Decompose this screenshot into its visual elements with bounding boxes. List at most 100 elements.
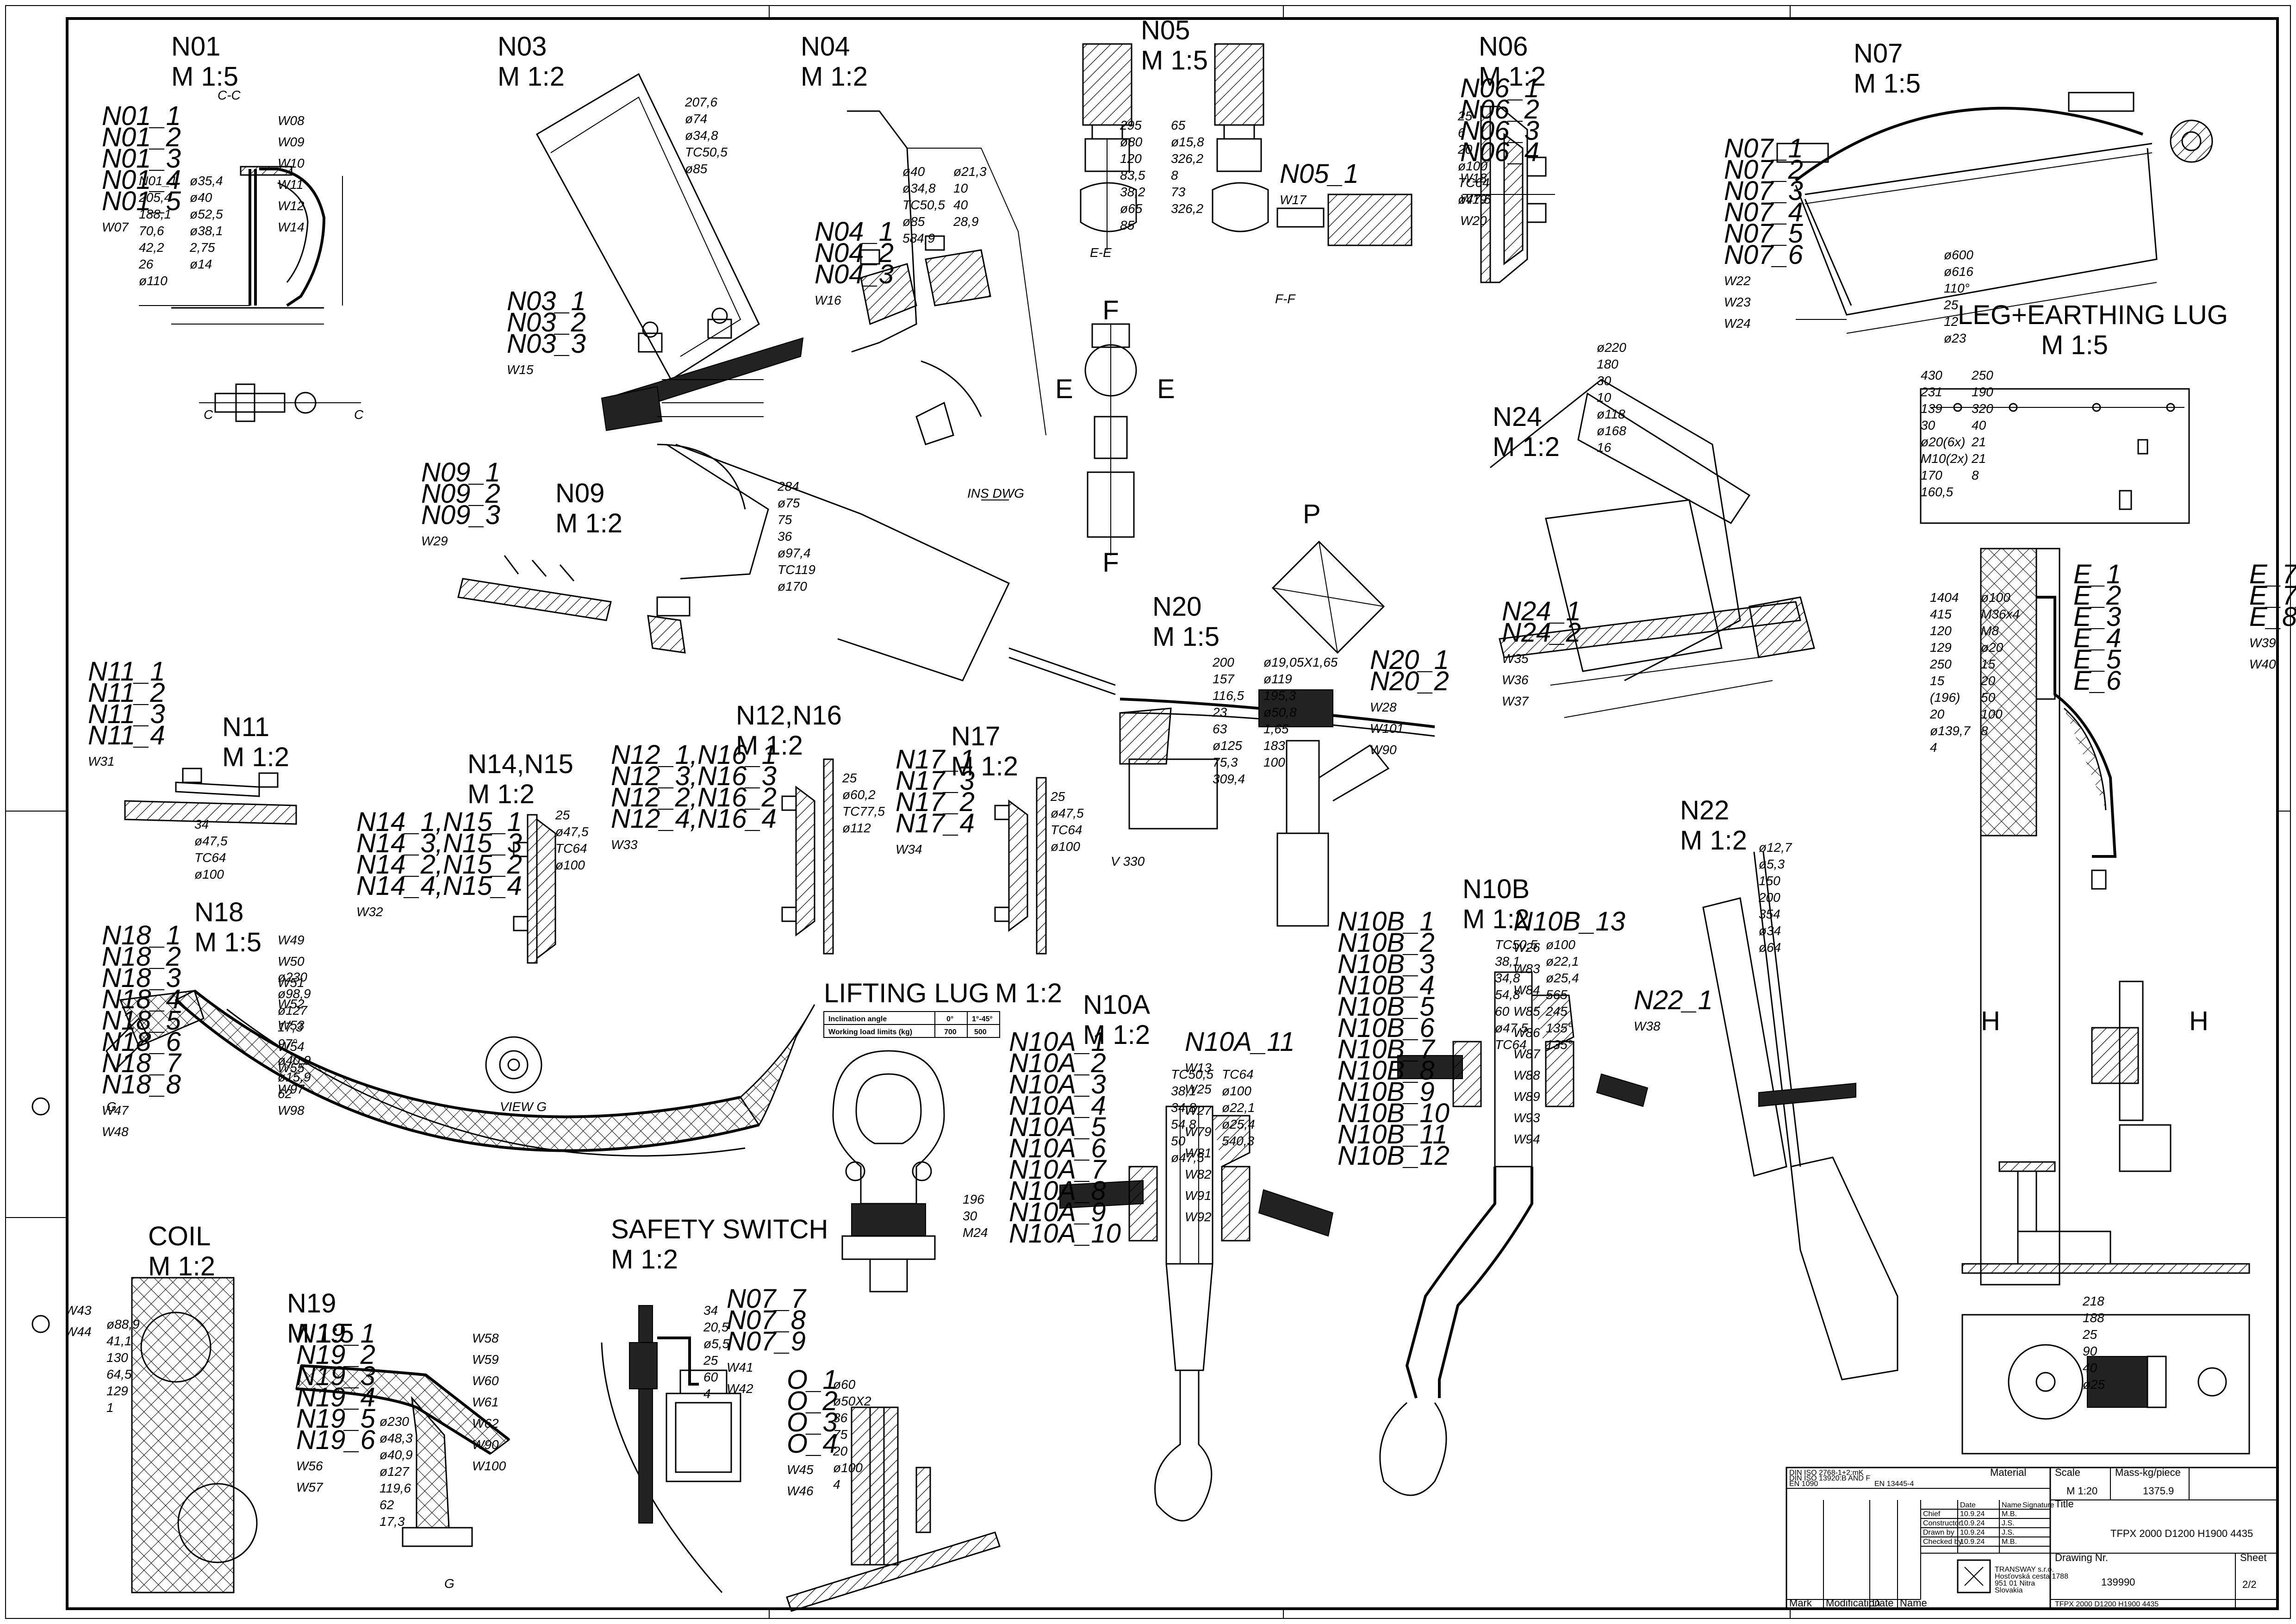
dimension-value: 110° xyxy=(1944,281,1970,295)
part-callout: W44 xyxy=(65,1324,92,1339)
dimension-value: ø15,8 xyxy=(1171,135,1204,149)
dimension-value: 60 xyxy=(703,1370,718,1384)
view-n19-drawing xyxy=(295,1364,510,1547)
part-labels: N01_1N01_2N01_3N01_4N01_5W07W08W09W10W11… xyxy=(65,73,2296,1498)
part-callout: W51 xyxy=(278,975,305,990)
dimension-value: 130 xyxy=(106,1350,128,1365)
view-scale: M 1:2 xyxy=(951,751,1018,781)
view-scale: M 1:2 xyxy=(1462,904,1530,934)
dimension-value: (196) xyxy=(1930,690,1960,705)
view-title: N09 xyxy=(555,478,604,508)
sheet-label: Sheet xyxy=(2240,1552,2267,1563)
dimension-value: ø34 xyxy=(1759,924,1781,938)
dimension-value: TC50,5 xyxy=(1495,937,1537,952)
dimension-value: ø170 xyxy=(778,579,807,593)
part-callout: N17_3 xyxy=(896,766,975,796)
name-header: Name xyxy=(2002,1501,2022,1509)
part-callout: W34 xyxy=(896,842,922,856)
part-callout: W17 xyxy=(1280,193,1307,207)
dimension-value: 40 xyxy=(2083,1361,2097,1375)
dimension-value: 20 xyxy=(1457,142,1473,156)
part-callout: W84 xyxy=(1513,983,1540,997)
table-cell: Working load limits (kg) xyxy=(828,1028,912,1036)
dimension-value: ø127 xyxy=(380,1464,410,1479)
dimension-value: 8 xyxy=(1972,468,1979,482)
dimension-value: 10 xyxy=(1597,390,1612,405)
dimension-value: ø48,3 xyxy=(380,1431,413,1445)
dimension-value: 584,9 xyxy=(902,231,935,245)
part-callout: N11_3 xyxy=(88,699,165,729)
part-callout: N01_2 xyxy=(102,122,181,152)
dimension-value: ø22,1 xyxy=(1546,954,1579,968)
dimension-value: 309,4 xyxy=(1213,772,1245,786)
dimension-value: 70,6 xyxy=(139,224,164,238)
part-callout: E_7_2 xyxy=(2249,581,2296,611)
dimension-value: 250 xyxy=(1971,368,1993,382)
dimension-value: 28,9 xyxy=(953,214,979,229)
view-title: LIFTING LUG xyxy=(824,978,989,1008)
view-scale: M 1:5 xyxy=(1152,622,1220,652)
part-callout: W22 xyxy=(1724,274,1751,288)
part-callout: N22_1 xyxy=(1634,985,1713,1015)
part-callout: E_2 xyxy=(2073,581,2121,611)
dimension-value: 40 xyxy=(953,198,968,212)
dimension-value: ø25,4 xyxy=(1546,971,1579,985)
part-callout: N10A_5 xyxy=(1009,1112,1106,1142)
dimension-value: ø100 xyxy=(1458,159,1487,173)
part-callout: W31 xyxy=(88,754,115,768)
dimension-value: 38,1 xyxy=(1171,1084,1196,1098)
section-e-label: E xyxy=(1055,374,1073,404)
part-callout: N20_2 xyxy=(1370,666,1449,696)
part-callout: N18_6 xyxy=(102,1027,181,1057)
dimension-value: 20 xyxy=(1980,674,1996,688)
table-cell: 500 xyxy=(974,1028,987,1036)
standard-line: DIN ISO 13920:B AND F xyxy=(1789,1474,1870,1482)
dimension-value: M24 xyxy=(963,1225,988,1240)
view-title: N11 xyxy=(222,712,269,742)
part-callout: W13 xyxy=(1185,1061,1212,1075)
part-callout: W16 xyxy=(815,293,841,307)
dimension-value: 1,65 xyxy=(1263,722,1289,736)
part-callout: N10A_10 xyxy=(1009,1218,1121,1249)
view-title: N01 xyxy=(171,31,220,62)
sheet-number: 2/2 xyxy=(2242,1579,2257,1590)
part-callout: N11_2 xyxy=(88,678,165,708)
view-scale: M 1:2 xyxy=(148,1251,215,1281)
part-callout: W52 xyxy=(278,997,305,1011)
dimension-value: 23 xyxy=(1212,705,1227,719)
part-callout: N10B_5 xyxy=(1338,992,1435,1022)
part-callout: N11_1 xyxy=(88,656,165,687)
scale-label: Scale xyxy=(2055,1467,2080,1478)
dimension-value: 54,8 xyxy=(1171,1117,1196,1131)
part-callout: N19_2 xyxy=(296,1340,375,1370)
svg-text:INS DWG: INS DWG xyxy=(967,486,1024,500)
part-callout: N14_3,N15_3 xyxy=(356,828,522,858)
approval-role: Drawn by xyxy=(1923,1529,1954,1537)
part-callout: N18_3 xyxy=(102,963,181,993)
signature-header: Signature xyxy=(2022,1501,2054,1509)
table-cell: 700 xyxy=(944,1028,957,1036)
part-callout: N10B_3 xyxy=(1338,949,1435,979)
dimension-value: 195,3 xyxy=(1263,688,1296,703)
view-n09-drawing xyxy=(457,443,1116,695)
dimension-value: ø98,9 xyxy=(278,987,311,1001)
dimension-value: ø118 xyxy=(1597,407,1625,421)
dimension-value: ø14 xyxy=(190,257,212,271)
part-callout: W83 xyxy=(1513,962,1540,976)
section-label: C-C xyxy=(218,88,241,102)
dimension-value: 100 xyxy=(1981,707,2003,721)
dimension-value: ø34,8 xyxy=(685,128,718,143)
dimension-value: 34 xyxy=(703,1303,718,1318)
dimension-value: N01_1 xyxy=(139,174,177,188)
company-line: TRANSWAY s.r.o. xyxy=(1995,1566,2054,1574)
dimension-value: ø20 xyxy=(1981,640,2004,655)
dimension-value: 120 xyxy=(1120,151,1142,166)
view-n20-drawing xyxy=(1119,689,1435,927)
dimension-value: 25 xyxy=(1050,789,1065,804)
dimension-value: ø119 xyxy=(1263,672,1292,686)
section-g-label: G xyxy=(444,1576,454,1591)
part-callout: N10A_2 xyxy=(1009,1048,1106,1078)
part-callout: N18_7 xyxy=(102,1048,182,1078)
part-callout: N10B_6 xyxy=(1338,1013,1435,1043)
dimension-value: ø85 xyxy=(902,214,925,229)
